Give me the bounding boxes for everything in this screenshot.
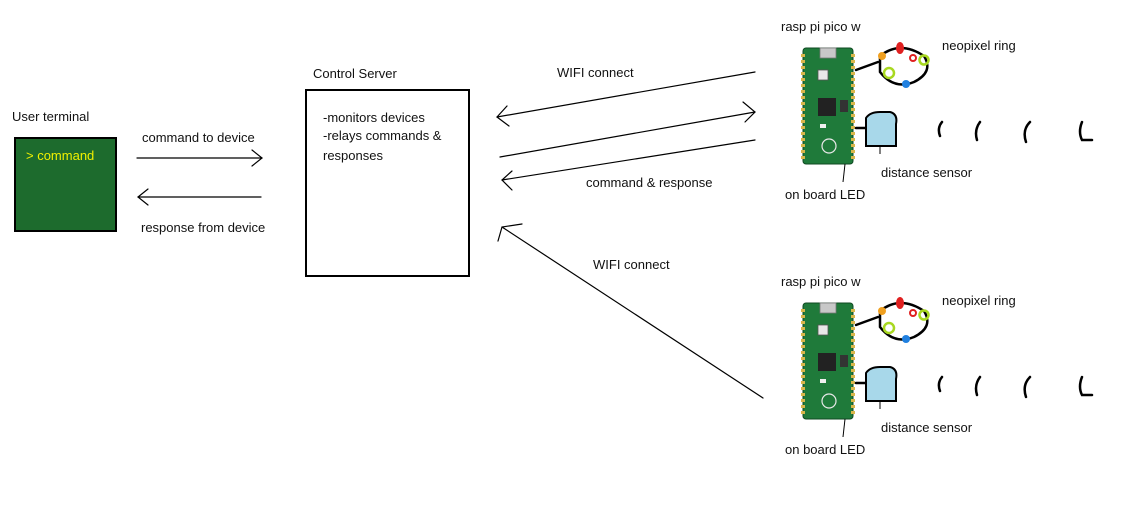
device-1-led-label: on board LED — [785, 187, 866, 202]
usb-port-icon — [819, 302, 837, 314]
device-1-distance-sensor — [865, 111, 898, 154]
device-2-led-label: on board LED — [785, 442, 866, 457]
server-duty-relays: -relays commands & — [323, 128, 442, 143]
wifi-connect-bottom-arrow — [497, 223, 764, 399]
device-1-board-label: rasp pi pico w — [781, 19, 861, 34]
device-1-neopixel-ring — [878, 42, 930, 88]
command-to-device-arrow — [136, 149, 263, 167]
response-back-arrow — [501, 139, 756, 191]
usb-port-icon — [819, 47, 837, 59]
bootsel-button-icon — [817, 324, 829, 336]
device-2-ring-label: neopixel ring — [942, 293, 1016, 308]
device-2-board-label: rasp pi pico w — [781, 274, 861, 289]
device-2-sensor-waves — [937, 375, 1094, 399]
wifi-connect-bottom-label: WIFI connect — [593, 257, 670, 272]
command-forward-arrow — [499, 101, 756, 158]
onboard-led-icon — [820, 124, 826, 128]
device-1-ring-label: neopixel ring — [942, 38, 1016, 53]
rp2040-chip-icon — [818, 98, 836, 116]
command-to-device-label: command to device — [142, 130, 255, 145]
response-from-device-label: response from device — [141, 220, 266, 235]
bootsel-button-icon — [817, 69, 829, 81]
device-1-sensor-label: distance sensor — [881, 165, 973, 180]
device-1-pico-board — [801, 47, 855, 165]
raspberry-logo-icon — [821, 138, 837, 154]
user-terminal-title: User terminal — [12, 109, 90, 124]
wifi-connect-top-label: WIFI connect — [557, 65, 634, 80]
raspberry-logo-icon — [821, 393, 837, 409]
server-duty-monitors: -monitors devices — [323, 110, 425, 125]
user-terminal-screen: > command — [14, 137, 117, 232]
device-2-pico-board — [801, 302, 855, 420]
terminal-command-prompt: > command — [26, 148, 95, 163]
server-duty-responses: responses — [323, 148, 383, 163]
command-response-label: command & response — [586, 175, 713, 190]
device-1-sensor-waves — [937, 120, 1094, 144]
wifi-connect-top-arrow — [496, 71, 756, 127]
rp2040-chip-icon — [818, 353, 836, 371]
control-server-box: -monitors devices -relays commands & res… — [305, 89, 470, 277]
response-from-device-arrow — [137, 188, 262, 206]
onboard-led-icon — [820, 379, 826, 383]
device-2-sensor-label: distance sensor — [881, 420, 973, 435]
device-2-distance-sensor — [865, 366, 898, 409]
device-2-neopixel-ring — [878, 297, 930, 343]
control-server-title: Control Server — [313, 66, 397, 81]
